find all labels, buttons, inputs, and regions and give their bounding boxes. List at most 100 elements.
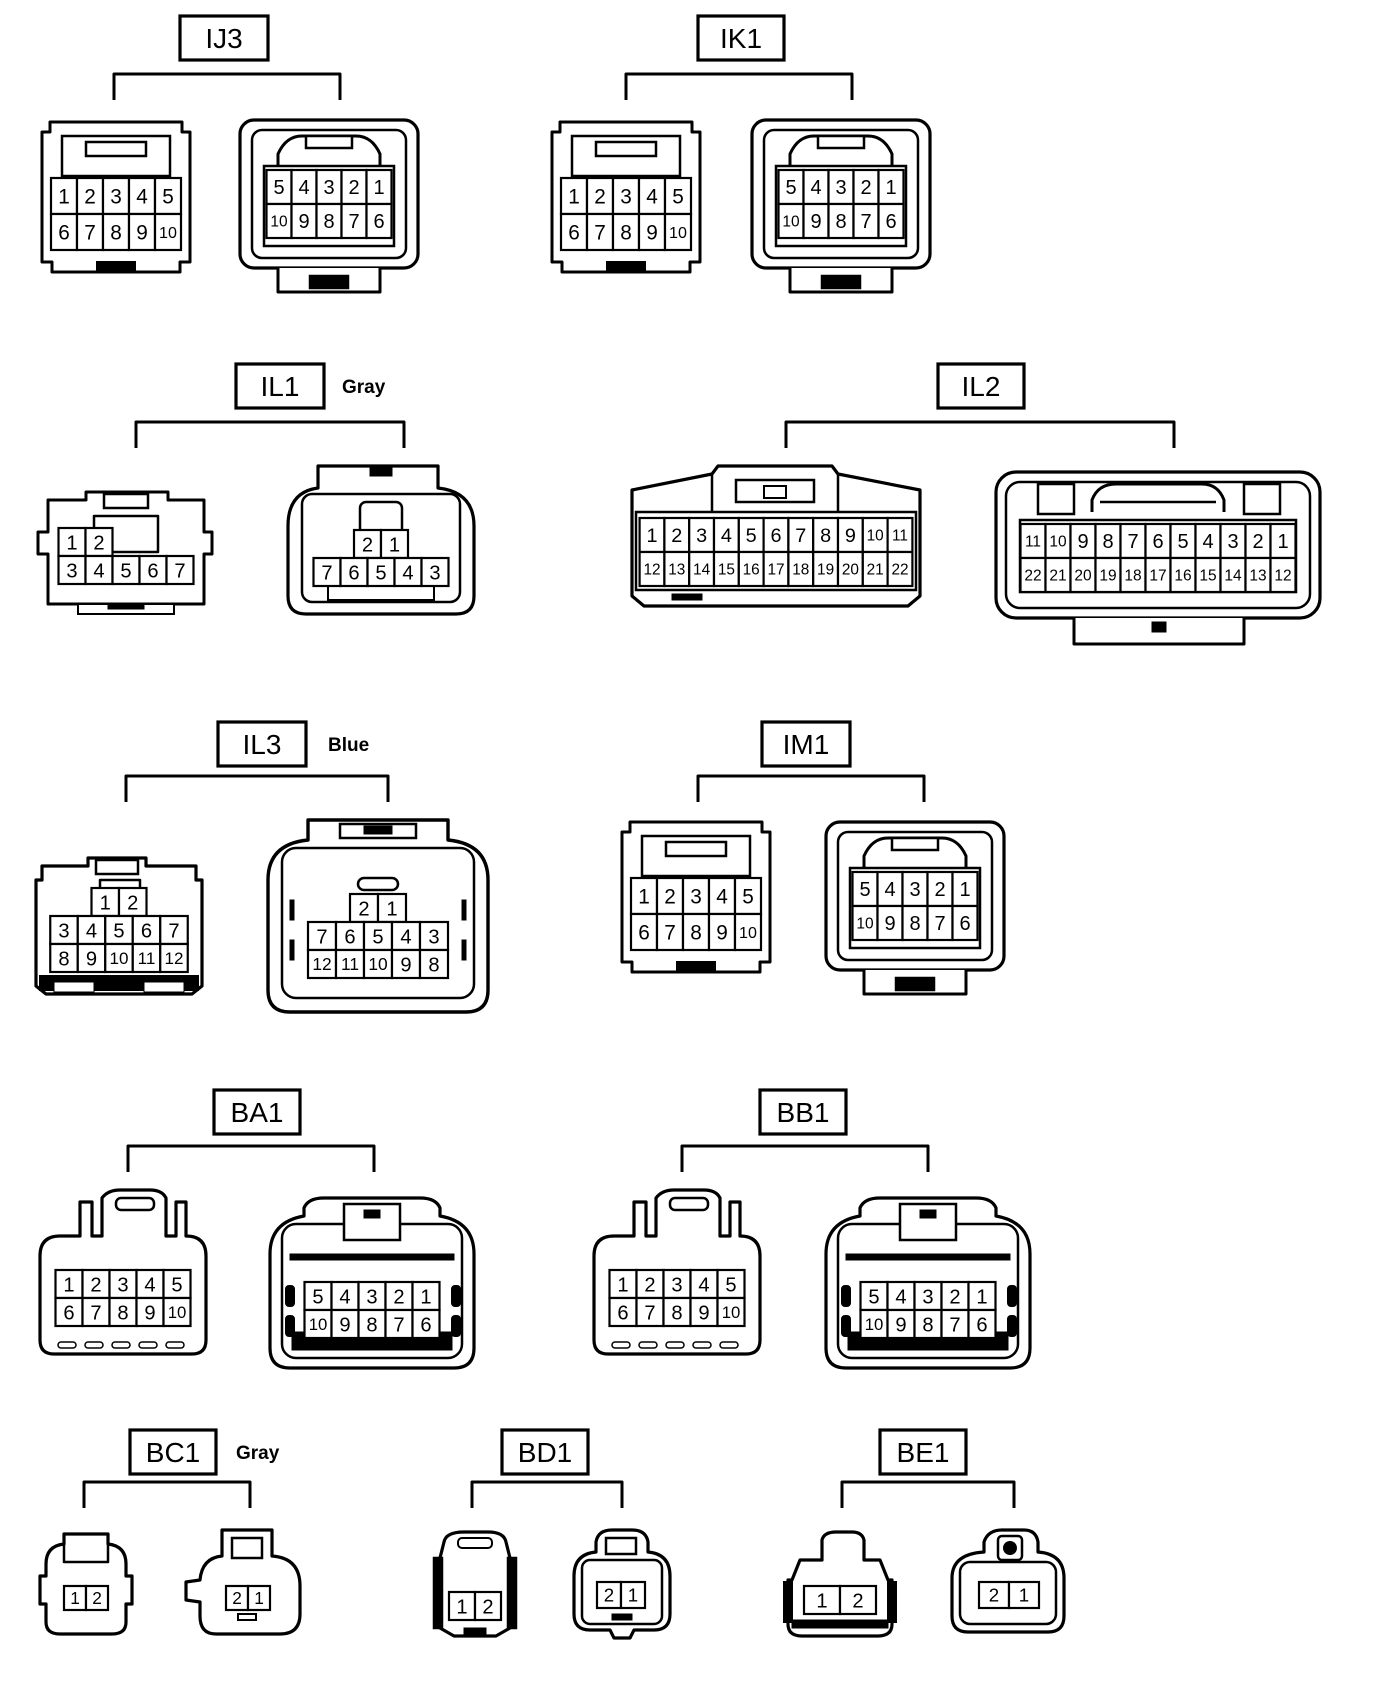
- pin-number: 10: [856, 916, 874, 933]
- pin-cell: 10: [663, 212, 693, 252]
- pin-cell: 1: [608, 1268, 638, 1300]
- pin-number: 4: [144, 1274, 155, 1296]
- pin-cell: 4: [290, 168, 318, 206]
- pin-number: 10: [782, 214, 800, 231]
- pin-cell: 6: [608, 1296, 638, 1328]
- pin-number: 7: [321, 562, 332, 584]
- connector-color: Blue: [328, 735, 369, 756]
- pin-number: 12: [165, 949, 184, 968]
- pin-number: 8: [110, 221, 122, 244]
- pin-number: 2: [989, 1585, 999, 1606]
- pin-cell: 1: [951, 870, 979, 908]
- pin-cell: 1: [447, 1590, 477, 1622]
- pin-number: 2: [949, 1286, 960, 1308]
- pin-cell: 10: [153, 212, 183, 252]
- pin-cell: 6: [54, 1296, 84, 1328]
- connector-label: IL1: [261, 371, 300, 402]
- pin-cell: 4: [393, 556, 423, 588]
- pin-cell: 1: [629, 876, 659, 916]
- pin-number: 9: [884, 913, 895, 935]
- pin-number: 6: [344, 926, 355, 948]
- pin-number: 1: [254, 1588, 264, 1608]
- pin-number: 10: [159, 224, 177, 242]
- pin-cell: 1: [877, 168, 905, 206]
- pin-number: 7: [316, 926, 327, 948]
- pin-number: 5: [312, 1286, 323, 1308]
- pin-number: 3: [117, 1274, 128, 1296]
- pin-cell: 2: [75, 176, 105, 216]
- pin-cell: 1: [54, 1268, 84, 1300]
- pin-number: 1: [816, 1590, 827, 1612]
- pin-cell: 5: [851, 870, 879, 908]
- pin-cell: 4: [689, 1268, 719, 1300]
- pin-cell: 7: [926, 904, 954, 942]
- pin-cell: 11: [886, 516, 914, 554]
- pin-cell: 9: [886, 1308, 916, 1340]
- pin-cell: 3: [315, 168, 343, 206]
- pin-cell: 9: [76, 942, 107, 974]
- pin-number: 15: [718, 562, 735, 579]
- pin-cell: 5: [777, 168, 805, 206]
- pin-cell: 10: [362, 948, 394, 980]
- connector-header: BA1: [126, 1088, 376, 1172]
- pin-cell: 13: [1244, 556, 1272, 594]
- pin-number: 16: [1174, 568, 1191, 585]
- pin-number: 4: [400, 926, 411, 948]
- pin-number: 1: [646, 525, 657, 547]
- pin-number: 14: [693, 562, 711, 579]
- pin-cell: 5: [111, 554, 141, 586]
- pin-number: 9: [1077, 531, 1088, 553]
- pin-cell: 9: [1069, 522, 1097, 560]
- connector-label: BD1: [518, 1437, 572, 1468]
- pin-cell: 11: [334, 948, 366, 980]
- pin-number: 2: [594, 185, 606, 208]
- pin-number: 1: [568, 185, 580, 208]
- connector-label: IJ3: [205, 23, 242, 54]
- pin-number: 1: [885, 177, 896, 199]
- pin-number: 3: [835, 177, 846, 199]
- pin-number: 4: [698, 1274, 709, 1296]
- pin-number: 6: [147, 560, 158, 582]
- pin-number: 4: [93, 560, 104, 582]
- pin-number: 3: [922, 1286, 933, 1308]
- pin-number: 8: [909, 913, 920, 935]
- pin-cell: 6: [131, 914, 162, 946]
- pin-number: 9: [144, 1302, 155, 1324]
- pin-number: 5: [785, 177, 796, 199]
- pin-cell: 8: [1094, 522, 1122, 560]
- pin-cell: 11: [1019, 522, 1047, 560]
- pin-number: 18: [792, 562, 809, 579]
- pin-number: 7: [174, 560, 185, 582]
- pin-cell: 7: [81, 1296, 111, 1328]
- pin-number: 11: [138, 949, 156, 968]
- pin-number: 5: [746, 525, 757, 547]
- pin-number: 5: [120, 560, 131, 582]
- pin-number: 4: [716, 885, 728, 908]
- pin-number: 1: [976, 1286, 987, 1308]
- pin-number: 4: [810, 177, 821, 199]
- pin-cell: 5: [104, 914, 134, 946]
- connector-header: IJ3: [112, 14, 342, 100]
- pin-cell: 1: [379, 528, 410, 560]
- pin-number: 9: [810, 211, 821, 233]
- pin-number: 2: [860, 177, 871, 199]
- pin-number: 17: [767, 562, 784, 579]
- pin-number: 4: [721, 525, 732, 547]
- pin-cell: 5: [663, 176, 693, 216]
- pin-number: 2: [1252, 531, 1263, 553]
- pin-number: 5: [113, 920, 124, 942]
- pin-cell: 5: [859, 1280, 889, 1312]
- pin-cell: 15: [1194, 556, 1222, 594]
